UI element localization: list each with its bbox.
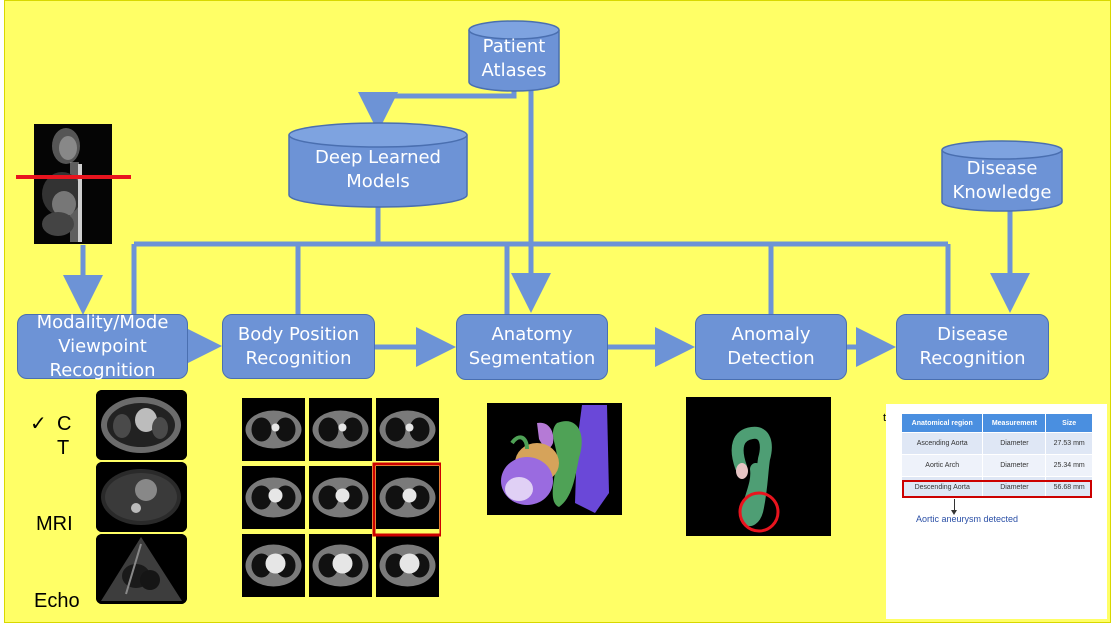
step-label-line: Recognition [919,348,1026,369]
slice-marker-line [16,175,131,179]
cylinder-label-line: Atlases [481,60,547,81]
ct-label-line1: C [57,413,72,435]
table-header: Size [1045,413,1093,433]
ct-slice-thumbnail [309,466,372,529]
step-label-line: Detection [727,348,815,369]
step-label-line: Body Position [237,323,360,345]
step-label-line: Disease [937,324,1008,345]
ct-slice-thumbnail [309,398,372,461]
ct-check-icon: ✓ [30,413,47,435]
mri-axial-image [96,462,187,532]
table-header: Anatomical region [900,413,984,433]
step-modality-recognition: Modality/Mode Viewpoint Recognition [17,311,188,381]
table-cell: Diameter [982,432,1047,455]
step-anomaly-detection: Anomaly Detection [695,314,847,380]
ct-slice-thumbnail [242,534,305,597]
step-label-line: Recognition [49,359,156,381]
down-arrow-head [951,510,957,515]
step-disease-recognition: Disease Recognition [896,314,1049,380]
step-body-position-recognition: Body Position Recognition [222,314,375,379]
table-cell: Aortic Arch [900,454,984,477]
step-label-line: Anatomy [491,324,573,345]
ct-slice-thumbnail [309,534,372,597]
step-label-line: Recognition [245,347,352,369]
measurement-panel: Anatomical region Measurement Size Ascen… [886,404,1107,619]
ct-slice-thumbnail [242,466,305,529]
anomaly-circle-marker [738,491,780,533]
echo-label: Echo [34,590,80,612]
ct-slice-thumbnail [376,398,439,461]
anatomy-3d-render [487,403,622,515]
cylinder-label-line: Knowledge [952,182,1052,203]
down-arrow-icon [954,499,955,513]
table-cell: Ascending Aorta [900,432,984,455]
ct-slice-grid [242,398,443,597]
step-label-line: Viewpoint [58,335,147,357]
table-footer: Aortic aneurysm detected [916,514,1019,524]
table-cell: Diameter [982,454,1047,477]
table-row: Ascending Aorta Diameter 27.53 mm [900,432,1093,455]
step-label-line: Modality/Mode [36,311,169,333]
echo-image [96,534,187,604]
ct-label-line2: T [57,437,70,459]
ct-slice-thumbnail [376,534,439,597]
cylinder-label-line: Disease [966,158,1038,179]
highlight-row-box [902,480,1092,498]
table-cell: 27.53 mm [1045,432,1093,455]
step-label-line: Segmentation [468,348,596,369]
ct-axial-image [96,390,187,460]
cylinder-label-line: Models [346,171,410,192]
ct-slice-thumbnail [376,466,439,529]
step-label-line: Anomaly [731,324,811,345]
mri-label: MRI [36,513,73,535]
table-header: Measurement [982,413,1047,433]
sagittal-ct-image [34,124,112,244]
table-row: Aortic Arch Diameter 25.34 mm [900,454,1093,477]
table-cell: 25.34 mm [1045,454,1093,477]
cylinder-label-line: Deep Learned [315,147,441,168]
anomaly-3d-render [686,397,831,536]
body-position-grid [242,398,443,600]
step-anatomy-segmentation: Anatomy Segmentation [456,314,608,380]
cylinder-label-line: Patient [482,36,546,57]
connector-atlases-models [358,89,517,132]
stray-character: t [883,412,887,424]
ct-slice-thumbnail [242,398,305,461]
measurement-table: Anatomical region Measurement Size Ascen… [900,413,1093,499]
